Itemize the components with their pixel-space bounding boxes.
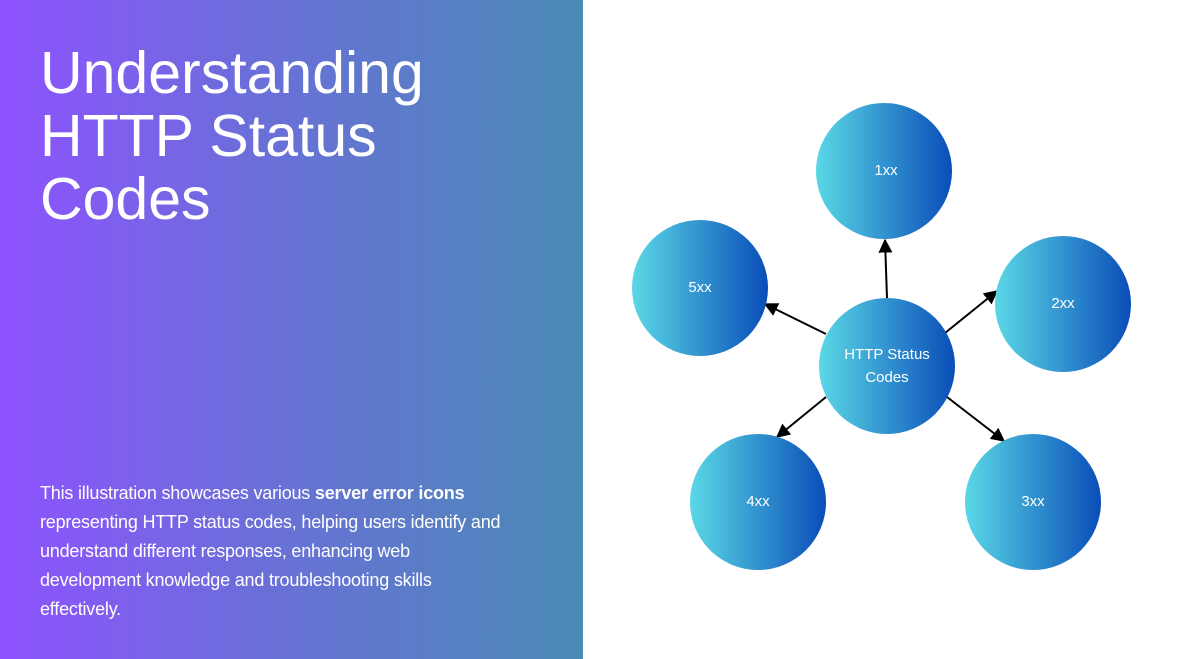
left-panel: Understanding HTTP Status Codes This ill…: [0, 0, 583, 659]
description-text-start: This illustration showcases various: [40, 483, 315, 503]
right-panel: HTTP Status Codes 1xx 2xx 3xx 4xx: [583, 0, 1187, 659]
center-label-line1: HTTP Status: [844, 346, 930, 363]
node-2xx-label: 2xx: [1051, 295, 1075, 312]
status-code-diagram: HTTP Status Codes 1xx 2xx 3xx 4xx: [632, 103, 1131, 570]
center-label-line2: Codes: [865, 369, 908, 386]
node-1xx: 1xx: [816, 103, 952, 239]
node-3xx: 3xx: [965, 434, 1101, 570]
node-2xx: 2xx: [995, 236, 1131, 372]
node-4xx: 4xx: [690, 434, 826, 570]
description: This illustration showcases various serv…: [40, 479, 510, 624]
arrow-to-4xx: [775, 396, 827, 438]
node-3xx-label: 3xx: [1021, 493, 1045, 510]
arrow-to-2xx: [944, 290, 999, 334]
node-center: HTTP Status Codes: [819, 298, 955, 434]
arrow-to-1xx: [878, 238, 893, 299]
node-4xx-label: 4xx: [746, 493, 770, 510]
arrow-to-3xx: [946, 396, 1006, 442]
description-emphasis: server error icons: [314, 483, 465, 503]
arrow-to-5xx: [763, 303, 827, 335]
node-5xx-label: 5xx: [688, 279, 712, 296]
description-text-end: representing HTTP status codes, helping …: [40, 512, 501, 619]
page-title: Understanding HTTP Status Codes: [40, 40, 424, 232]
node-1xx-label: 1xx: [874, 162, 898, 179]
node-5xx: 5xx: [632, 220, 768, 356]
